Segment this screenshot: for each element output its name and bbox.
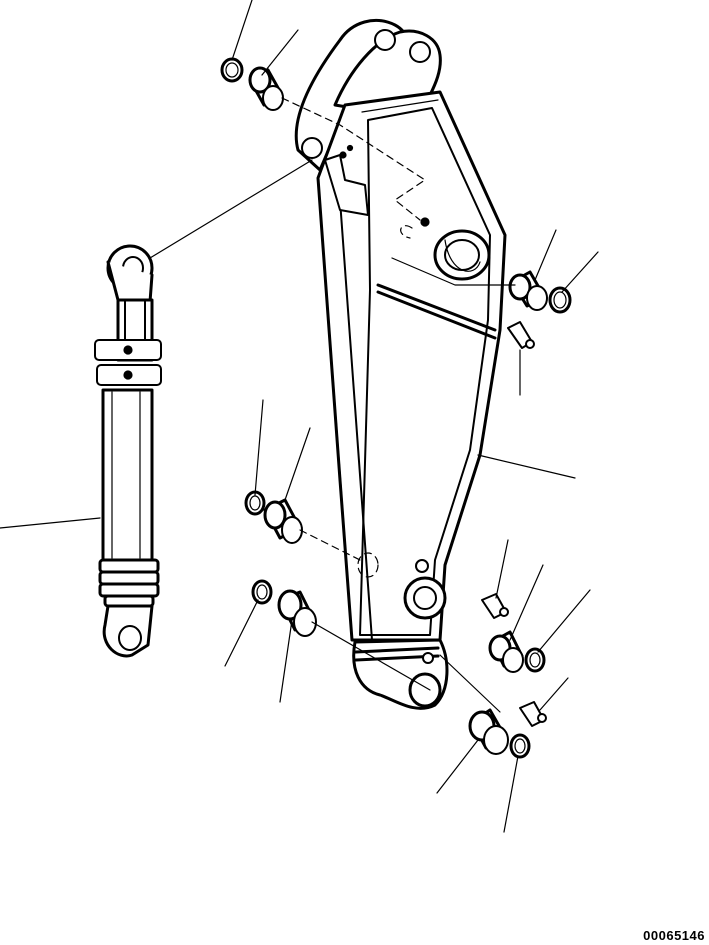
assembly-lines [149,97,516,713]
part-bushing-bottom [468,708,509,755]
leader-lines [0,0,599,833]
arm-body [294,18,507,710]
drawing-reference-number: 00065146 [643,928,705,943]
grease-fitting-lower-1 [481,593,509,619]
hydraulic-cylinder [94,244,162,658]
part-ring-mid-right [548,286,572,314]
part-bushing-top [248,66,284,111]
part-ring-bottom [509,733,531,759]
part-bushing-lower-right [488,630,524,673]
part-ring-top-1 [220,57,244,83]
grease-fitting-lower-2 [519,701,547,727]
part-bushing-left-low [277,589,317,637]
part-ring-left-mid [244,490,266,516]
part-bushing-mid-right [508,270,548,311]
grease-fitting-upper [507,321,535,349]
part-ring-left-low [251,579,273,605]
part-bushing-left-mid [263,498,303,544]
part-ring-lower-right [524,647,546,673]
